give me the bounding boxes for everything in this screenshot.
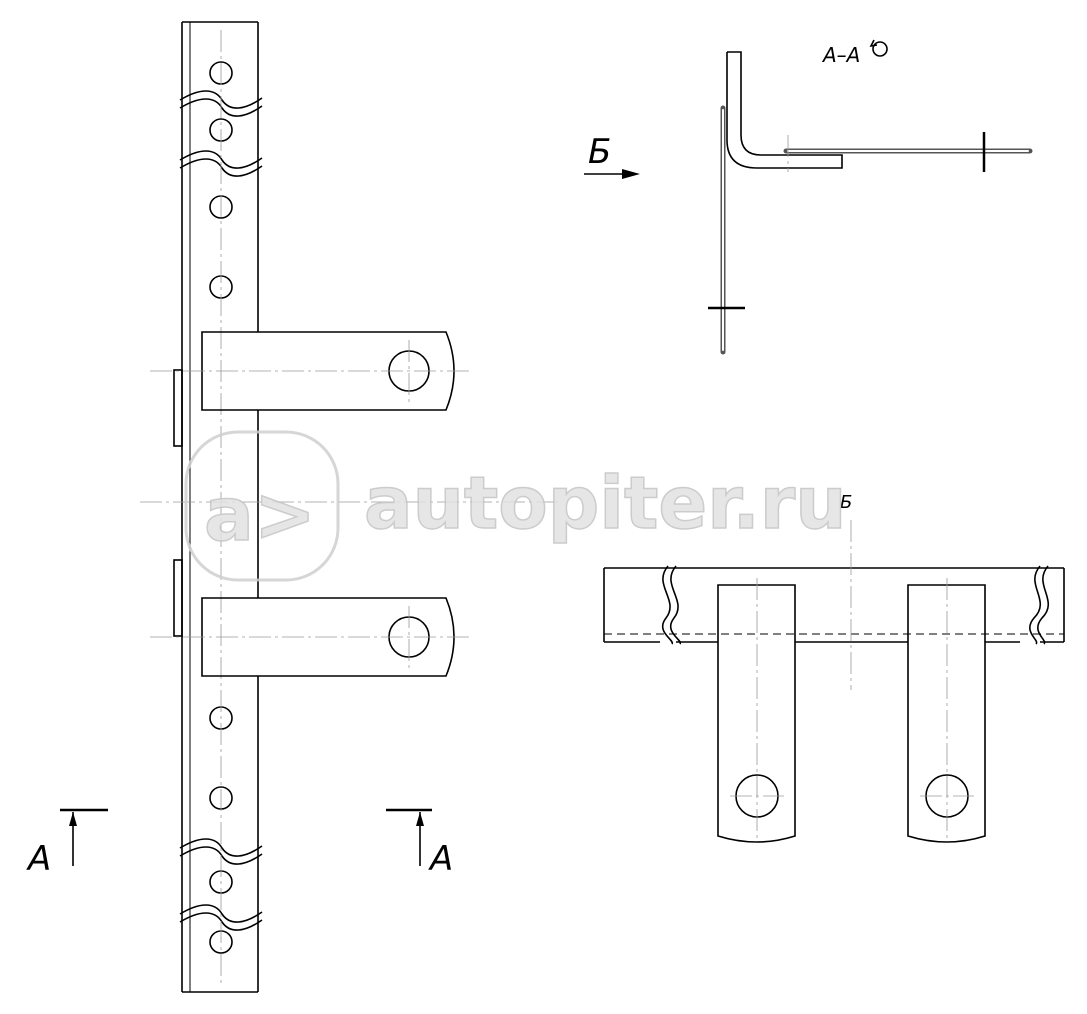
main-view (140, 21, 560, 993)
section-marker-left: А (26, 808, 108, 879)
watermark: a> autopiter.ru (184, 430, 847, 582)
strip-back-plates (173, 369, 183, 637)
rotated-icon (872, 41, 888, 57)
section-a-a: А–А Б (584, 39, 1033, 355)
section-title: А–А (821, 43, 860, 67)
watermark-logo: a> (204, 472, 316, 558)
view-b-label: Б (588, 132, 611, 172)
section-label-left: А (26, 839, 51, 879)
view-b-small-label: Б (840, 492, 852, 513)
section-marker-right: А (386, 808, 453, 879)
strip-holes (209, 30, 233, 985)
break-lines (179, 90, 263, 931)
watermark-text: autopiter.ru (364, 461, 847, 545)
lower-tab (150, 597, 470, 677)
section-label-right: А (428, 839, 453, 879)
view-b: Б (603, 492, 1065, 843)
watermark-logo-frame (184, 430, 340, 582)
vertical-strip (181, 21, 259, 993)
upper-tab (150, 331, 470, 411)
